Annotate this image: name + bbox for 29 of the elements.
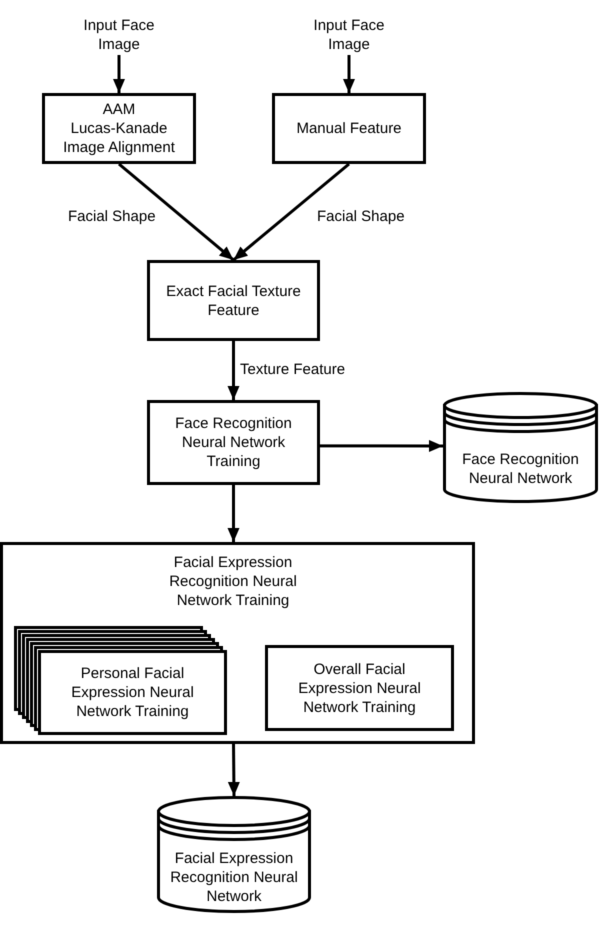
- edge-label: Texture Feature: [240, 360, 346, 379]
- arrow: [228, 744, 240, 796]
- box-text: Face Recognition Neural Network Training: [174, 414, 293, 471]
- group-title: Facial Expression Recognition Neural Network Training: [168, 553, 298, 610]
- arrow: [343, 55, 355, 93]
- box-text: Overall Facial Expression Neural Network Training: [297, 660, 422, 716]
- process-box: [147, 260, 320, 341]
- process-box: [265, 645, 454, 731]
- cylinder-text: Facial Expression Recognition Neural Network: [169, 849, 299, 906]
- box-text: Exact Facial Texture Feature: [165, 282, 302, 320]
- box-text: Lucas-Kanade Image Alignment: [62, 119, 176, 157]
- input-label: Input Face Image: [82, 16, 156, 54]
- process-box: [272, 93, 426, 164]
- edge-label: Facial Shape: [68, 207, 156, 226]
- arrow: [320, 440, 443, 452]
- box-text: AAM: [102, 100, 136, 119]
- arrow: [113, 55, 125, 93]
- arrow: [228, 341, 240, 400]
- process-box: [147, 400, 320, 485]
- arrow: [118, 162, 234, 262]
- box-text: Manual Feature: [296, 119, 402, 138]
- process-box: [42, 93, 196, 164]
- cylinder-text: Face Recognition Neural Network: [461, 450, 580, 488]
- group-box: [0, 542, 475, 744]
- arrow: [232, 162, 350, 262]
- input-label: Input Face Image: [312, 16, 386, 54]
- edge-label: Facial Shape: [317, 207, 405, 226]
- arrow: [228, 485, 240, 542]
- box-text: Personal Facial Expression Neural Network Training: [70, 664, 195, 721]
